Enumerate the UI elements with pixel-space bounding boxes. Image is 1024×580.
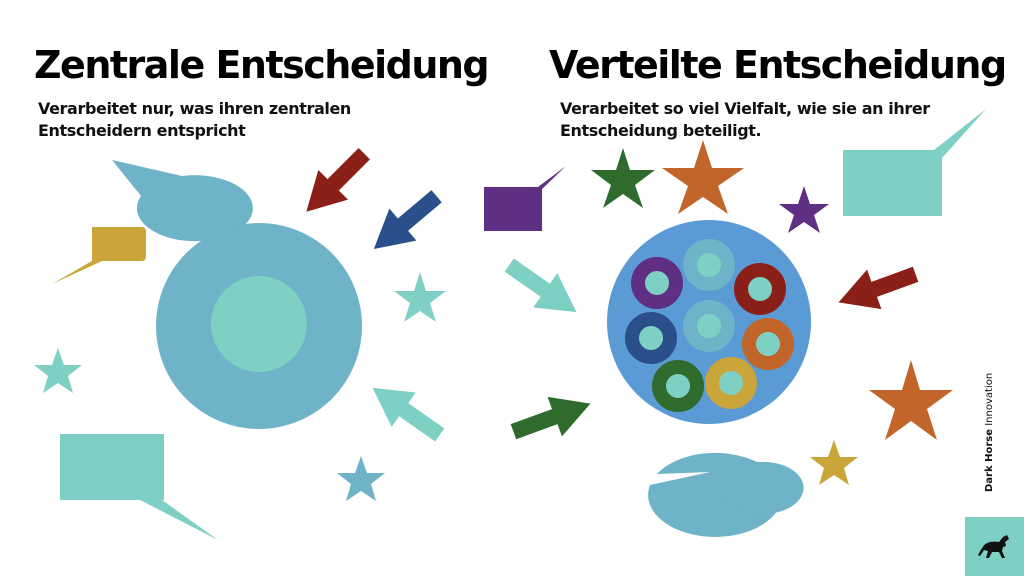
brand-name: Dark Horse — [984, 428, 995, 492]
speech-bubble-icon — [60, 434, 218, 540]
right-title: Verteilte Entscheidung — [549, 43, 1007, 87]
star-icon — [337, 456, 385, 501]
arrow-icon — [360, 180, 451, 266]
arrow-icon — [506, 383, 598, 452]
participant-rings — [625, 239, 794, 412]
participant-ring — [683, 300, 735, 352]
left-title: Zentrale Entscheidung — [34, 43, 490, 87]
right-subtitle-line-1: Verarbeitet so viel Vielfalt, wie sie an… — [560, 99, 930, 118]
participant-ring — [625, 312, 677, 364]
star-icon — [810, 440, 858, 485]
participant-ring — [631, 257, 683, 309]
participant-ring — [652, 360, 704, 412]
participant-ring — [683, 239, 735, 291]
participant-ring — [734, 263, 786, 315]
speech-bubble-icon — [718, 459, 804, 514]
arrow-icon — [497, 247, 589, 330]
speech-bubble-icon — [112, 160, 253, 242]
central-decider-core — [211, 276, 307, 372]
star-icon — [591, 148, 655, 208]
participant-ring — [742, 318, 794, 370]
arrow-icon — [360, 370, 452, 453]
brand-suffix: Innovation — [984, 372, 995, 426]
speech-bubble-icon — [843, 109, 986, 216]
star-icon — [662, 140, 744, 214]
left-subtitle-line-2: Entscheidern entspricht — [38, 121, 246, 140]
brand-label: Dark Horse Innovation — [984, 373, 995, 492]
arrow-icon — [291, 138, 380, 227]
star-icon — [394, 272, 446, 322]
arrow-icon — [831, 254, 923, 323]
speech-bubble-icon — [484, 166, 566, 231]
right-subtitle-line-2: Entscheidung beteiligt. — [560, 121, 762, 140]
brand-logo — [965, 517, 1024, 576]
star-icon — [869, 360, 953, 440]
left-subtitle-line-1: Verarbeitet nur, was ihren zentralen — [38, 99, 351, 118]
star-icon — [34, 348, 82, 393]
horse-icon — [978, 535, 1009, 558]
speech-bubble-icon — [52, 227, 146, 284]
star-icon — [779, 186, 829, 233]
participant-ring — [705, 357, 757, 409]
